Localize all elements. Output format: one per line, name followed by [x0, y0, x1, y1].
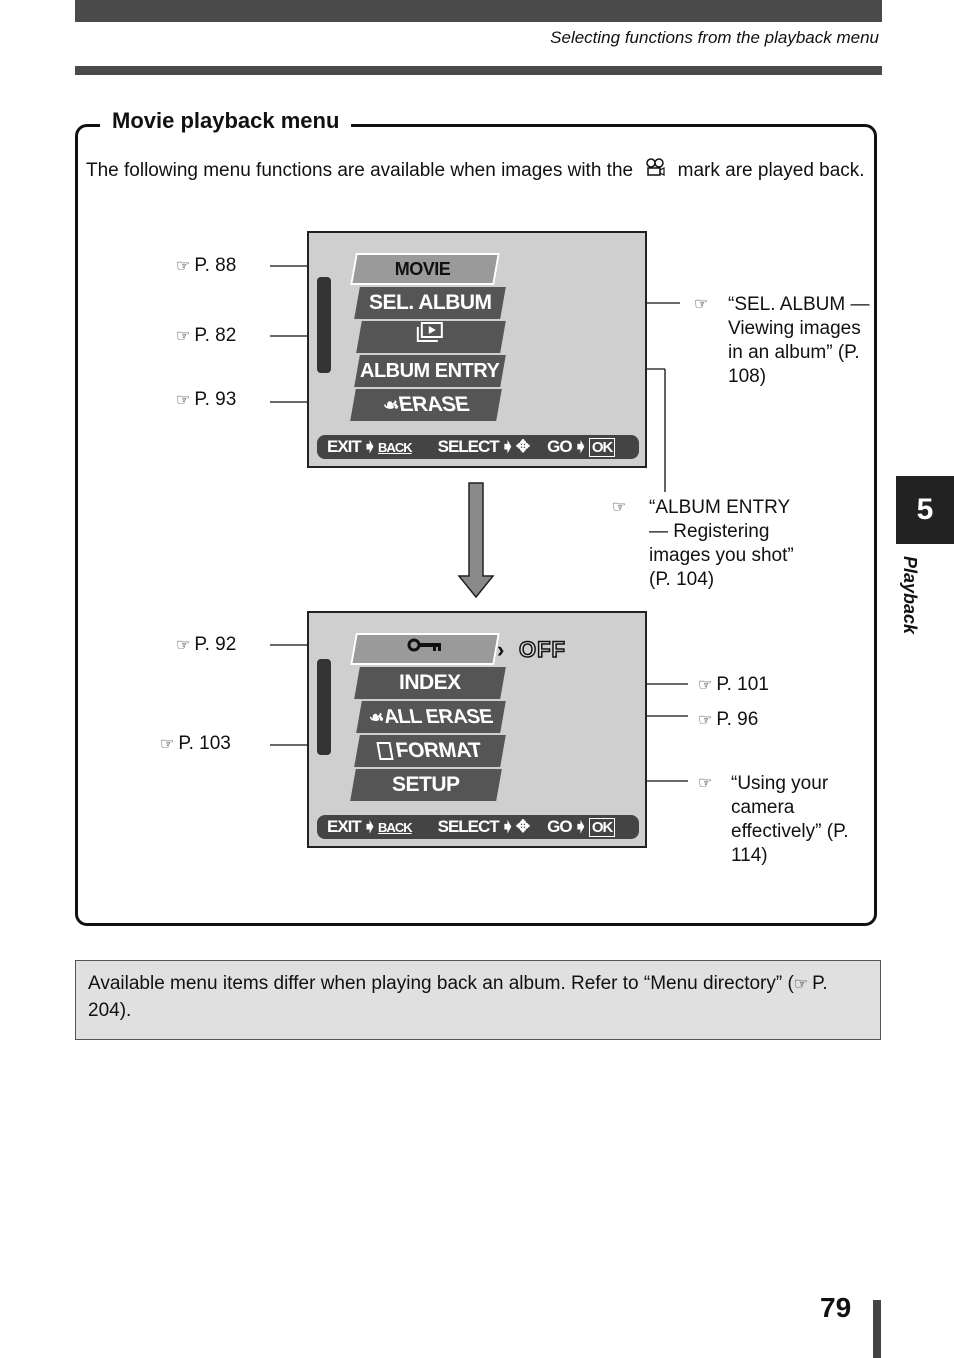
- page-number-bar: [873, 1300, 881, 1358]
- running-title: Selecting functions from the playback me…: [550, 28, 879, 47]
- ref-sel-album[interactable]: ☞ “SEL. ALBUM — Viewing images in an alb…: [694, 294, 870, 387]
- pointing-hand-icon: ☞: [698, 775, 713, 792]
- screen1-item-album-play[interactable]: [356, 321, 506, 353]
- dpad-icon: ✥: [515, 817, 530, 836]
- ref-p93[interactable]: ☞P. 93: [176, 388, 236, 413]
- movie-icon: [638, 158, 672, 183]
- go-label: GO: [547, 817, 572, 836]
- ref-p96[interactable]: ☞P. 96: [698, 708, 758, 733]
- chapter-tab[interactable]: 5: [896, 476, 954, 544]
- exit-label: EXIT: [327, 437, 362, 456]
- down-arrow: [457, 482, 495, 599]
- ok-label: OK: [588, 437, 616, 457]
- pointing-hand-icon: ☞: [793, 976, 809, 993]
- ref-p92[interactable]: ☞P. 92: [176, 633, 236, 658]
- screen1-item-erase[interactable]: ☙ERASE: [350, 389, 502, 421]
- album-play-icon: [416, 321, 446, 355]
- section-frame: [75, 124, 877, 926]
- pointing-hand-icon: ☞: [176, 328, 191, 345]
- screen1-item-movie-playback[interactable]: MOVIE PLAYBACK: [350, 253, 500, 307]
- arrow-icon: ➧: [500, 437, 515, 456]
- screen2-item-all-erase[interactable]: ☙ALL ERASE: [356, 701, 506, 733]
- screen1-item-album-entry[interactable]: ALBUM ENTRY: [354, 355, 506, 387]
- ref-p88[interactable]: ☞P. 88: [176, 254, 236, 279]
- screen2-item-format[interactable]: FORMAT: [354, 735, 506, 767]
- back-label: BACK: [378, 439, 413, 455]
- ref-using-camera[interactable]: ☞ “Using your camera effectively” (P. 11…: [698, 773, 849, 866]
- go-label: GO: [547, 437, 572, 456]
- intro-after: mark are played back.: [677, 160, 865, 181]
- arrow-icon: ➧: [362, 437, 377, 456]
- section-intro: The following menu functions are availab…: [86, 158, 866, 183]
- arrow-icon: ➧: [362, 817, 377, 836]
- pointing-hand-icon: ☞: [698, 712, 713, 729]
- key-icon: [407, 635, 443, 663]
- pointing-hand-icon: ☞: [612, 499, 627, 516]
- pointing-hand-icon: ☞: [160, 736, 175, 753]
- chevron-right-icon: ›: [497, 637, 505, 662]
- section-title: Movie playback menu: [100, 108, 352, 134]
- protect-value: OFF: [518, 636, 566, 663]
- page-number: 79: [820, 1292, 852, 1323]
- back-label: BACK: [378, 819, 413, 835]
- select-label: SELECT: [437, 817, 500, 836]
- intro-before: The following menu functions are availab…: [86, 160, 634, 181]
- screen2-item-protect[interactable]: [350, 633, 500, 665]
- header-bottom-bar: [75, 66, 882, 75]
- screen2-item-setup[interactable]: SETUP: [350, 769, 502, 801]
- screen1-bottom-bar: EXIT ➧ BACK SELECT ➧ ✥ GO ➧ OK: [317, 435, 639, 459]
- header-top-bar: [75, 0, 882, 22]
- screen2-item-index[interactable]: INDEX: [354, 667, 506, 699]
- menu-screen-2: › OFF INDEX ☙ALL ERASE FORMAT SETUP EXIT…: [307, 611, 647, 848]
- note-box: Available menu items differ when playing…: [75, 960, 881, 1040]
- chapter-label: Playback: [900, 556, 920, 635]
- menu-screen-1: MOVIE PLAYBACK SEL. ALBUM ALBUM ENTRY ☙E…: [307, 231, 647, 468]
- ok-label: OK: [588, 817, 616, 837]
- screen2-bottom-bar: EXIT ➧ BACK SELECT ➧ ✥ GO ➧ OK: [317, 815, 639, 839]
- pointing-hand-icon: ☞: [698, 677, 713, 694]
- dpad-icon: ✥: [515, 437, 530, 456]
- pointing-hand-icon: ☞: [694, 296, 709, 313]
- exit-label: EXIT: [327, 817, 362, 836]
- zoom-scale-2: [317, 659, 331, 755]
- screen1-item-sel-album[interactable]: SEL. ALBUM: [354, 287, 506, 319]
- pointing-hand-icon: ☞: [176, 392, 191, 409]
- arrow-icon: ➧: [500, 817, 515, 836]
- pointing-hand-icon: ☞: [176, 258, 191, 275]
- ref-album-entry[interactable]: ☞ “ALBUM ENTRY — Registering images you …: [612, 497, 794, 590]
- arrow-icon: ➧: [573, 817, 588, 836]
- ref-p101[interactable]: ☞P. 101: [698, 673, 769, 698]
- arrow-icon: ➧: [573, 437, 588, 456]
- zoom-scale-1: [317, 277, 331, 373]
- pointing-hand-icon: ☞: [176, 637, 191, 654]
- ref-p82[interactable]: ☞P. 82: [176, 324, 236, 349]
- ref-p103[interactable]: ☞P. 103: [160, 732, 231, 757]
- card-icon: [376, 742, 394, 760]
- select-label: SELECT: [437, 437, 500, 456]
